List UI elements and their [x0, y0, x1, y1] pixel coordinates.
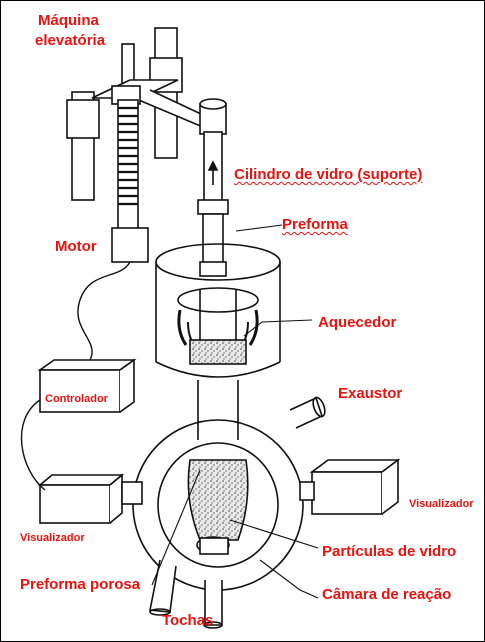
label-motor: Motor — [55, 238, 97, 255]
label-controlador: Controlador — [45, 393, 108, 405]
label-exaustor: Exaustor — [338, 385, 403, 402]
label-tochas: Tochas — [162, 612, 214, 629]
label-cilindro: Cilindro de vidro (suporte) — [234, 166, 423, 183]
leader-lines — [151, 224, 319, 599]
label-visualizador-left: Visualizador — [20, 532, 85, 544]
label-particulas: Partículas de vidro — [322, 543, 457, 560]
label-maquina-line1: Máquina — [38, 12, 99, 29]
label-preforma-porosa: Preforma porosa — [20, 576, 141, 593]
torches — [149, 559, 223, 629]
label-aquecedor: Aquecedor — [318, 314, 397, 331]
visualizer-left — [37, 473, 143, 524]
motor-cable — [77, 261, 131, 361]
heater-chamber — [155, 243, 281, 440]
controller-box — [37, 358, 137, 413]
label-preforma: Preforma — [282, 216, 348, 233]
elevator-machine — [66, 27, 220, 231]
visualizer-right — [299, 458, 401, 515]
label-maquina-line2: elevatória — [35, 32, 106, 49]
controller-cable — [20, 399, 46, 491]
motor-block — [111, 227, 149, 263]
support-arm — [197, 98, 229, 277]
label-camara: Câmara de reação — [322, 586, 452, 603]
label-visualizador-right: Visualizador — [409, 498, 474, 510]
